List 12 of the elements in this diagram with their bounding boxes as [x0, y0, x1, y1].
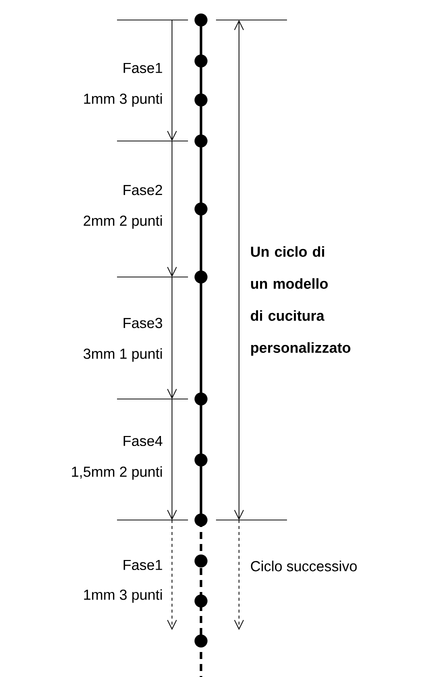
- cycle-label: Un ciclo di un modello di cucitura personalizzato: [250, 246, 350, 356]
- phase-label: 1mm 3 punti: [84, 589, 162, 603]
- phase-label: 2mm 2 punti: [84, 215, 162, 229]
- phase-label: Fase1: [124, 62, 162, 74]
- next-cycle-label: Ciclo successivo: [250, 560, 357, 572]
- phase-label: 1,5mm 2 punti: [72, 466, 162, 480]
- phase-label: 3mm 1 punti: [84, 348, 162, 362]
- phase-label: Fase3: [124, 318, 162, 328]
- phase-label: 1mm 3 punti: [84, 93, 162, 107]
- phase-label: Fase4: [124, 436, 162, 446]
- phase-label: Fase1: [124, 560, 162, 570]
- phase-label: Fase2: [124, 184, 162, 196]
